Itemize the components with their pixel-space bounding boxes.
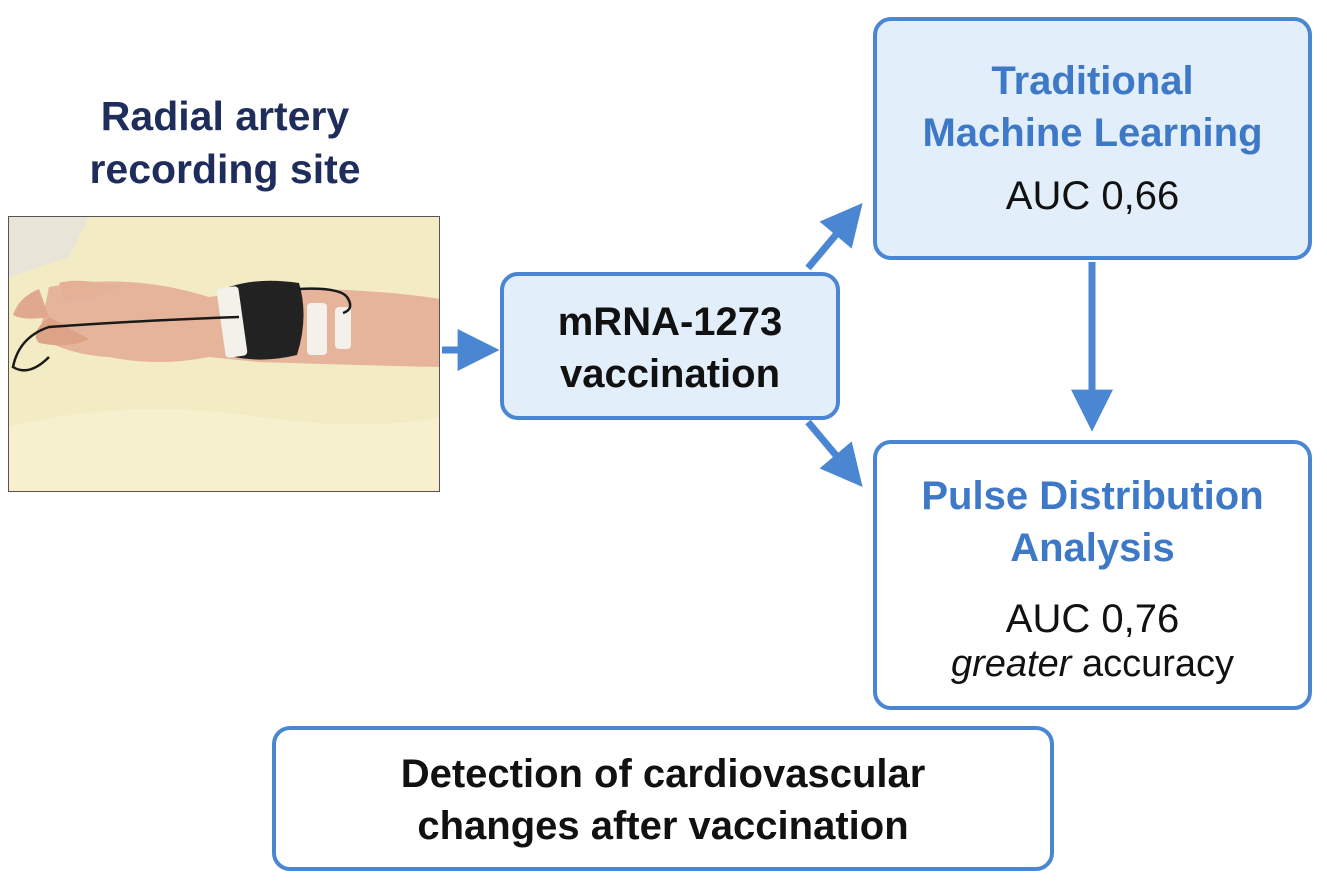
arrow-vaccination-to-pulse-distribution	[805, 419, 863, 488]
traditional-ml-line2: Machine Learning	[922, 111, 1263, 155]
pulse-distribution-box: Pulse Distribution Analysis AUC 0,76 gre…	[873, 440, 1312, 710]
arrow-vaccination-to-traditional-ml	[805, 202, 863, 271]
detection-line1: Detection of cardiovascular	[400, 752, 926, 796]
traditional-ml-box: Traditional Machine Learning AUC 0,66	[873, 17, 1312, 260]
pulse-distribution-line2: Analysis	[1010, 526, 1175, 570]
vaccination-box: mRNA-1273 vaccination	[500, 272, 840, 420]
radial-artery-photo	[8, 216, 440, 492]
recording-site-title-line2: recording site	[89, 146, 361, 192]
pulse-distribution-auc: AUC 0,76	[1005, 597, 1180, 641]
pulse-distribution-heading: Pulse Distribution Analysis	[877, 470, 1308, 574]
detection-box: Detection of cardiovascular changes afte…	[272, 726, 1054, 871]
pulse-distribution-line1: Pulse Distribution	[921, 474, 1264, 518]
traditional-ml-heading: Traditional Machine Learning	[877, 55, 1308, 159]
detection-line2: changes after vaccination	[417, 804, 909, 848]
traditional-ml-auc: AUC 0,66	[1005, 174, 1180, 218]
vaccination-line1: mRNA-1273	[557, 300, 783, 344]
accuracy-note-rest: accuracy	[1071, 643, 1235, 685]
accuracy-note: greater accuracy	[877, 642, 1308, 686]
recording-site-title-line1: Radial artery	[100, 93, 350, 139]
accuracy-note-emphasis: greater	[950, 643, 1072, 685]
vaccination-line2: vaccination	[559, 352, 781, 396]
recording-site-title: Radial artery recording site	[20, 90, 430, 196]
traditional-ml-line1: Traditional	[991, 59, 1194, 103]
